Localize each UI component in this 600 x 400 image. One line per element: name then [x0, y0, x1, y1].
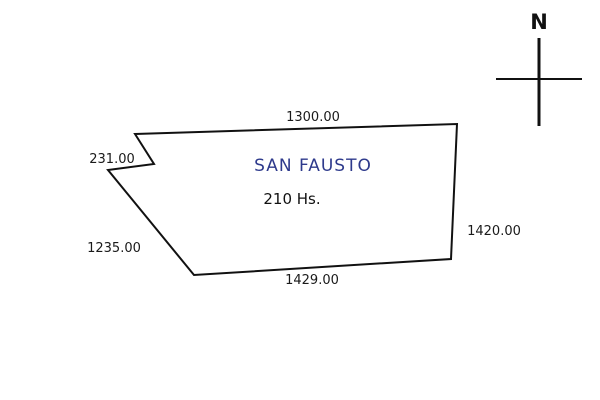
north-letter: N: [530, 10, 548, 34]
north-side-label: 1300.00: [286, 110, 340, 125]
parcel-area: 210 Hs.: [263, 190, 320, 208]
east-side-label: 1420.00: [467, 224, 521, 239]
north-arrow-icon: [496, 38, 582, 126]
south-side-label: 1429.00: [285, 273, 339, 288]
west-side-label: 1235.00: [87, 241, 141, 256]
parcel-name: SAN FAUSTO: [254, 156, 372, 176]
parcel-outline: [106, 122, 459, 277]
notch-side-label: 231.00: [89, 152, 135, 167]
